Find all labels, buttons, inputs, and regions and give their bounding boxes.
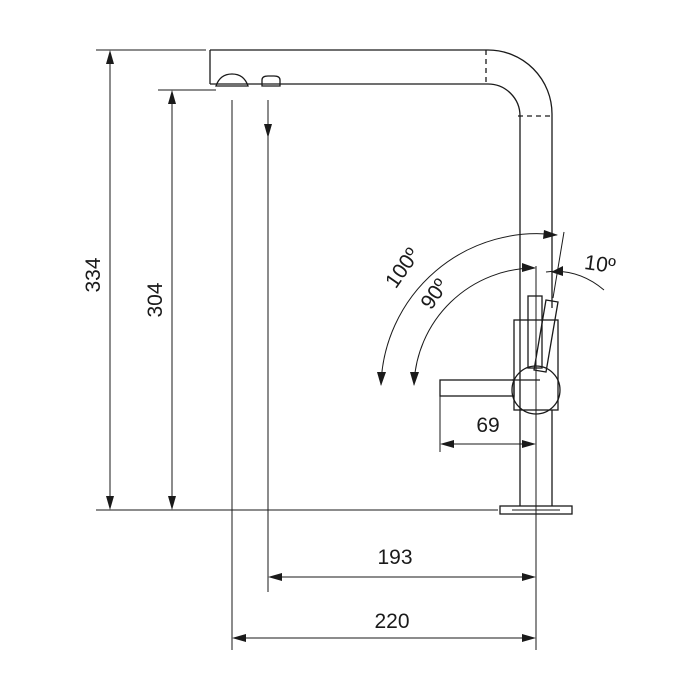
arrow-334-bottom: [106, 496, 114, 510]
angle-annotations: 100º 90º 10º: [377, 230, 617, 386]
arrow-334-top: [106, 50, 114, 64]
lever-tilted: [533, 299, 559, 373]
height-dimensions: 334 304: [82, 49, 498, 511]
arrow-90-start: [410, 372, 419, 386]
spout-bottom-edge: [210, 83, 521, 232]
arc-90: [413, 267, 536, 386]
arc-100: [380, 233, 558, 386]
arrow-69-left: [440, 440, 454, 448]
dim-text-69: 69: [476, 414, 499, 437]
aerator-left: [215, 73, 249, 87]
dim-text-304: 304: [144, 282, 167, 317]
dim-text-220: 220: [374, 610, 409, 633]
arrow-100-end: [543, 230, 558, 239]
arrow-90-end: [522, 263, 536, 272]
lever-horizontal: [439, 379, 515, 397]
arrow-304-bottom: [168, 496, 176, 510]
angle-text-100: 100º: [381, 244, 425, 292]
arrow-10: [551, 266, 563, 276]
arc-10: [545, 270, 605, 291]
angle-text-10: 10º: [583, 251, 617, 278]
arrow-69-right: [522, 440, 536, 448]
aerator-right: [261, 75, 281, 87]
reach-dimensions: 193 220 69: [231, 100, 537, 650]
arrow-193-right: [522, 573, 536, 581]
arrow-193-left: [268, 573, 282, 581]
dim-text-193: 193: [377, 546, 412, 569]
arrow-220-left: [232, 634, 246, 642]
arrow-304-top: [168, 90, 176, 104]
angle-text-90: 90º: [416, 275, 453, 314]
arrow-100-start: [377, 372, 386, 386]
tilt-line-10: [552, 231, 565, 299]
flow-arrow: [264, 124, 272, 138]
arrow-220-right: [522, 634, 536, 642]
dim-text-334: 334: [82, 257, 105, 292]
faucet-outline: [209, 49, 573, 515]
spout-top-edge: [210, 49, 553, 232]
